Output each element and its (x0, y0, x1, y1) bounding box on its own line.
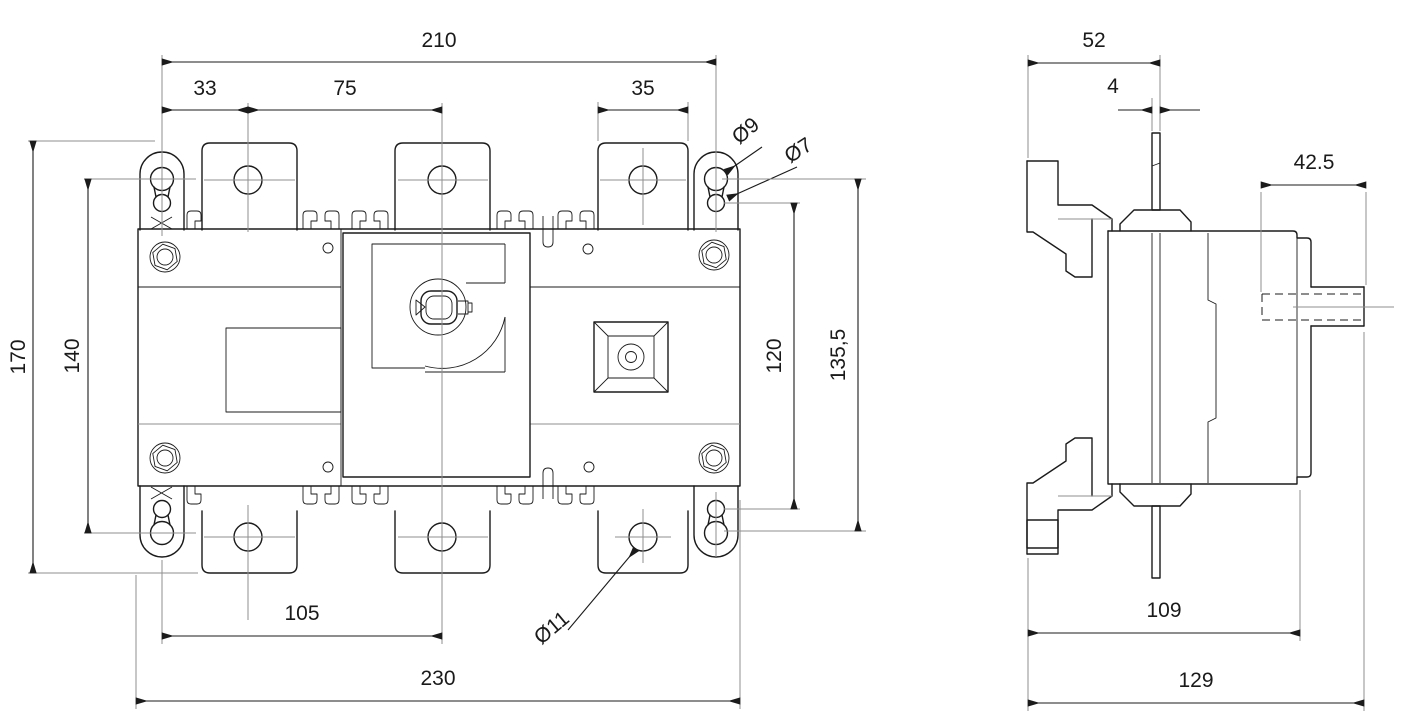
dim-170-label: 170 (7, 339, 30, 374)
dim-230: 230 (135, 500, 741, 709)
label-plate (225, 327, 342, 413)
body-partition-line (1207, 233, 1217, 483)
terminal-comb-top (186, 210, 595, 248)
dim-4: 4 (1107, 75, 1200, 131)
terminal-tab-4 (201, 510, 298, 574)
corner-bolts (149, 239, 730, 474)
dim-230-label: 230 (420, 667, 455, 690)
terminal-tab-6 (597, 510, 689, 574)
dim-135-5-label: 135,5 (827, 329, 850, 382)
dim-75-label: 75 (333, 77, 356, 100)
terminal-blade-bottom (1151, 505, 1161, 579)
hex-bolt (698, 239, 730, 271)
slot-notch-top (542, 216, 554, 248)
switch-body-side (1107, 230, 1312, 485)
shaft-key-right (458, 300, 473, 315)
clip-foot (1026, 519, 1059, 549)
dim-52-label: 52 (1082, 29, 1105, 52)
dim-210-label: 210 (421, 29, 456, 52)
dim-109-label: 109 (1146, 599, 1181, 622)
dim-170: 170 (7, 140, 198, 574)
dim-4-label: 4 (1107, 75, 1119, 98)
top-mounting-tabs (139, 142, 739, 231)
rotation-arc (424, 316, 506, 369)
dim-33-label: 33 (193, 77, 216, 100)
terminal-blade-top (1151, 132, 1161, 211)
dim-42-5: 42.5 (1260, 151, 1367, 292)
dim-33: 33 (161, 77, 249, 232)
dim-129: 129 (1027, 332, 1365, 711)
shaft-key-left (415, 299, 426, 316)
shaft-boss (409, 278, 467, 336)
dim-120: 120 (724, 202, 800, 510)
hex-bolt (149, 442, 181, 474)
dim-105-label: 105 (284, 602, 319, 625)
terminal-tab-3 (597, 142, 689, 231)
bottom-mounting-tabs (139, 485, 739, 620)
dim-140: 140 (61, 178, 196, 534)
operating-mechanism (342, 232, 531, 478)
drive-shaft-square (420, 290, 458, 325)
keyhole-slot-bottom-left (149, 499, 175, 546)
dim-129-label: 129 (1178, 669, 1213, 692)
mounting-clip-bottom (1026, 437, 1113, 555)
hex-bolt (149, 241, 181, 273)
dim-42-5-label: 42.5 (1294, 151, 1335, 174)
dim-dia11-label: Ø11 (530, 607, 574, 649)
side-view: 52 4 42.5 109 129 (1026, 29, 1394, 711)
dim-105: 105 (161, 560, 443, 644)
hex-bolt (698, 442, 730, 474)
terminal-comb-bottom (186, 467, 595, 505)
terminal-clamp-top (1119, 132, 1192, 232)
dim-dia9: Ø9 (723, 113, 764, 176)
dim-135-5: 135,5 (722, 178, 866, 532)
mounting-clip-top (1026, 160, 1113, 278)
dim-210: 210 (161, 29, 717, 236)
front-view: 210 33 75 35 Ø9 Ø7 170 (7, 29, 866, 709)
section-hatch-bottom (150, 486, 173, 500)
dim-109: 109 (1027, 490, 1301, 641)
dim-dia11: Ø11 (530, 546, 640, 649)
terminal-tab-1 (201, 142, 298, 231)
keyhole-tab-bottom-left (139, 485, 185, 558)
dim-35: 35 (597, 77, 689, 141)
dim-140-label: 140 (61, 338, 84, 373)
slot-notch-bottom (542, 467, 554, 499)
dim-35-label: 35 (631, 77, 654, 100)
dim-dia9-label: Ø9 (728, 113, 764, 149)
drive-shaft (1261, 286, 1394, 327)
switch-body-front (137, 228, 741, 487)
aux-drive-pad (593, 321, 669, 393)
dim-52: 52 (1027, 29, 1161, 158)
dim-dia7-label: Ø7 (780, 133, 816, 168)
terminal-clamp-bottom (1119, 483, 1192, 579)
dim-75: 75 (247, 77, 443, 114)
dim-120-label: 120 (763, 338, 786, 373)
